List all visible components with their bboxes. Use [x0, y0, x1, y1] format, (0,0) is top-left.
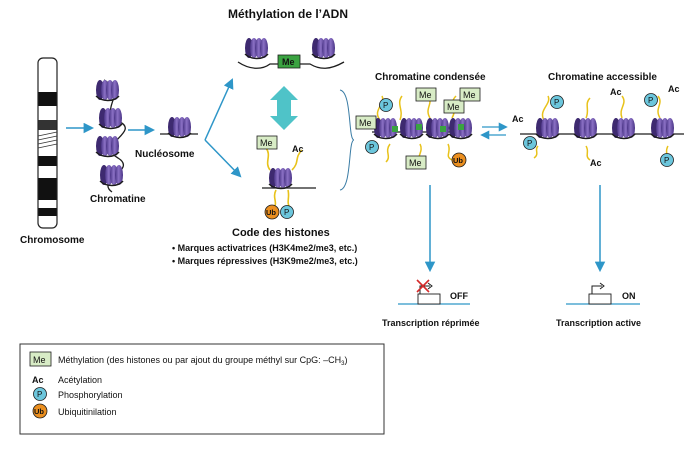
chromosome-label: Chromosome [20, 235, 85, 246]
svg-text:Me: Me [260, 138, 273, 148]
chromosome [37, 57, 58, 229]
svg-text:Ub: Ub [266, 208, 276, 217]
legend-phosphorylation: P Phosphorylation [33, 387, 123, 401]
nucleosome [160, 116, 198, 139]
repressed-transcription-label: Transcription réprimée [382, 318, 480, 328]
exchange-arrows [480, 122, 508, 140]
chromatin-label: Chromatine [90, 194, 146, 205]
histone-acetyl-mark: Ac [292, 144, 304, 154]
condensed-marks: Me Me Me Me Me P P Ub [355, 87, 481, 170]
svg-text:Ubiquitinilation: Ubiquitinilation [58, 407, 117, 417]
svg-text:Me: Me [359, 118, 372, 128]
nucleosome-label: Nucléosome [135, 149, 195, 160]
legend-methylation: Me Méthylation (des histones ou par ajou… [29, 351, 348, 367]
histone-phospho-mark: P [280, 205, 294, 219]
accessible-chromatin-fiber [520, 95, 684, 161]
repressed-gene-icon [398, 279, 470, 305]
histone-code-nucleosome [262, 147, 316, 209]
svg-text:Phosphorylation: Phosphorylation [58, 390, 123, 400]
svg-text:P: P [648, 96, 653, 105]
svg-text:Ac: Ac [668, 84, 680, 94]
activating-marks-text: • Marques activatrices (H3K4me2/me3, etc… [172, 243, 357, 253]
svg-text:Ac: Ac [590, 158, 602, 168]
grouping-brace [339, 89, 355, 191]
branch-arrows [204, 78, 242, 178]
svg-text:Acétylation: Acétylation [58, 375, 102, 385]
svg-text:P: P [554, 98, 559, 107]
svg-text:P: P [664, 156, 669, 165]
svg-text:Me: Me [409, 158, 422, 168]
chromatin-fiber [95, 79, 126, 193]
legend: Me Méthylation (des histones ou par ajou… [19, 343, 385, 435]
svg-text:Me: Me [463, 90, 476, 100]
accessible-marks: P P P P Ac Ac Ac Ac [512, 84, 680, 168]
on-label: ON [622, 291, 636, 301]
active-transcription-label: Transcription active [556, 318, 641, 328]
histone-methyl-mark: Me [256, 135, 278, 150]
legend-ubiquitination: Ub Ubiquitinilation [32, 403, 117, 419]
off-label: OFF [450, 291, 468, 301]
accessible-chromatin-title: Chromatine accessible [548, 72, 657, 83]
histone-code-title: Code des histones [232, 227, 330, 239]
double-arrow-icon [270, 86, 298, 130]
legend-acetylation: Ac Acétylation [32, 375, 102, 385]
active-gene-icon [566, 282, 640, 305]
svg-text:P: P [527, 139, 532, 148]
svg-text:P: P [369, 143, 374, 152]
svg-text:Me: Me [447, 102, 460, 112]
svg-text:Ub: Ub [453, 156, 463, 165]
svg-text:Méthylation (des histones ou p: Méthylation (des histones ou par ajout d… [58, 355, 348, 367]
condensed-chromatin-title: Chromatine condensée [375, 72, 486, 83]
svg-text:Me: Me [282, 57, 295, 67]
svg-text:Ub: Ub [34, 407, 44, 416]
svg-text:Ac: Ac [32, 375, 44, 385]
repressive-marks-text: • Marques répressives (H3K9me2/me3, etc.… [172, 256, 358, 266]
svg-text:P: P [37, 390, 42, 399]
svg-text:P: P [383, 101, 388, 110]
svg-text:Ac: Ac [512, 114, 524, 124]
histone-ub-mark: Ub [264, 204, 280, 220]
svg-text:P: P [284, 208, 289, 217]
dna-methyl-mark: Me [277, 54, 301, 69]
dna-methylation-title: Méthylation de l’ADN [228, 7, 348, 21]
svg-text:Me: Me [419, 90, 432, 100]
svg-text:Me: Me [33, 355, 46, 365]
svg-text:Ac: Ac [610, 87, 622, 97]
